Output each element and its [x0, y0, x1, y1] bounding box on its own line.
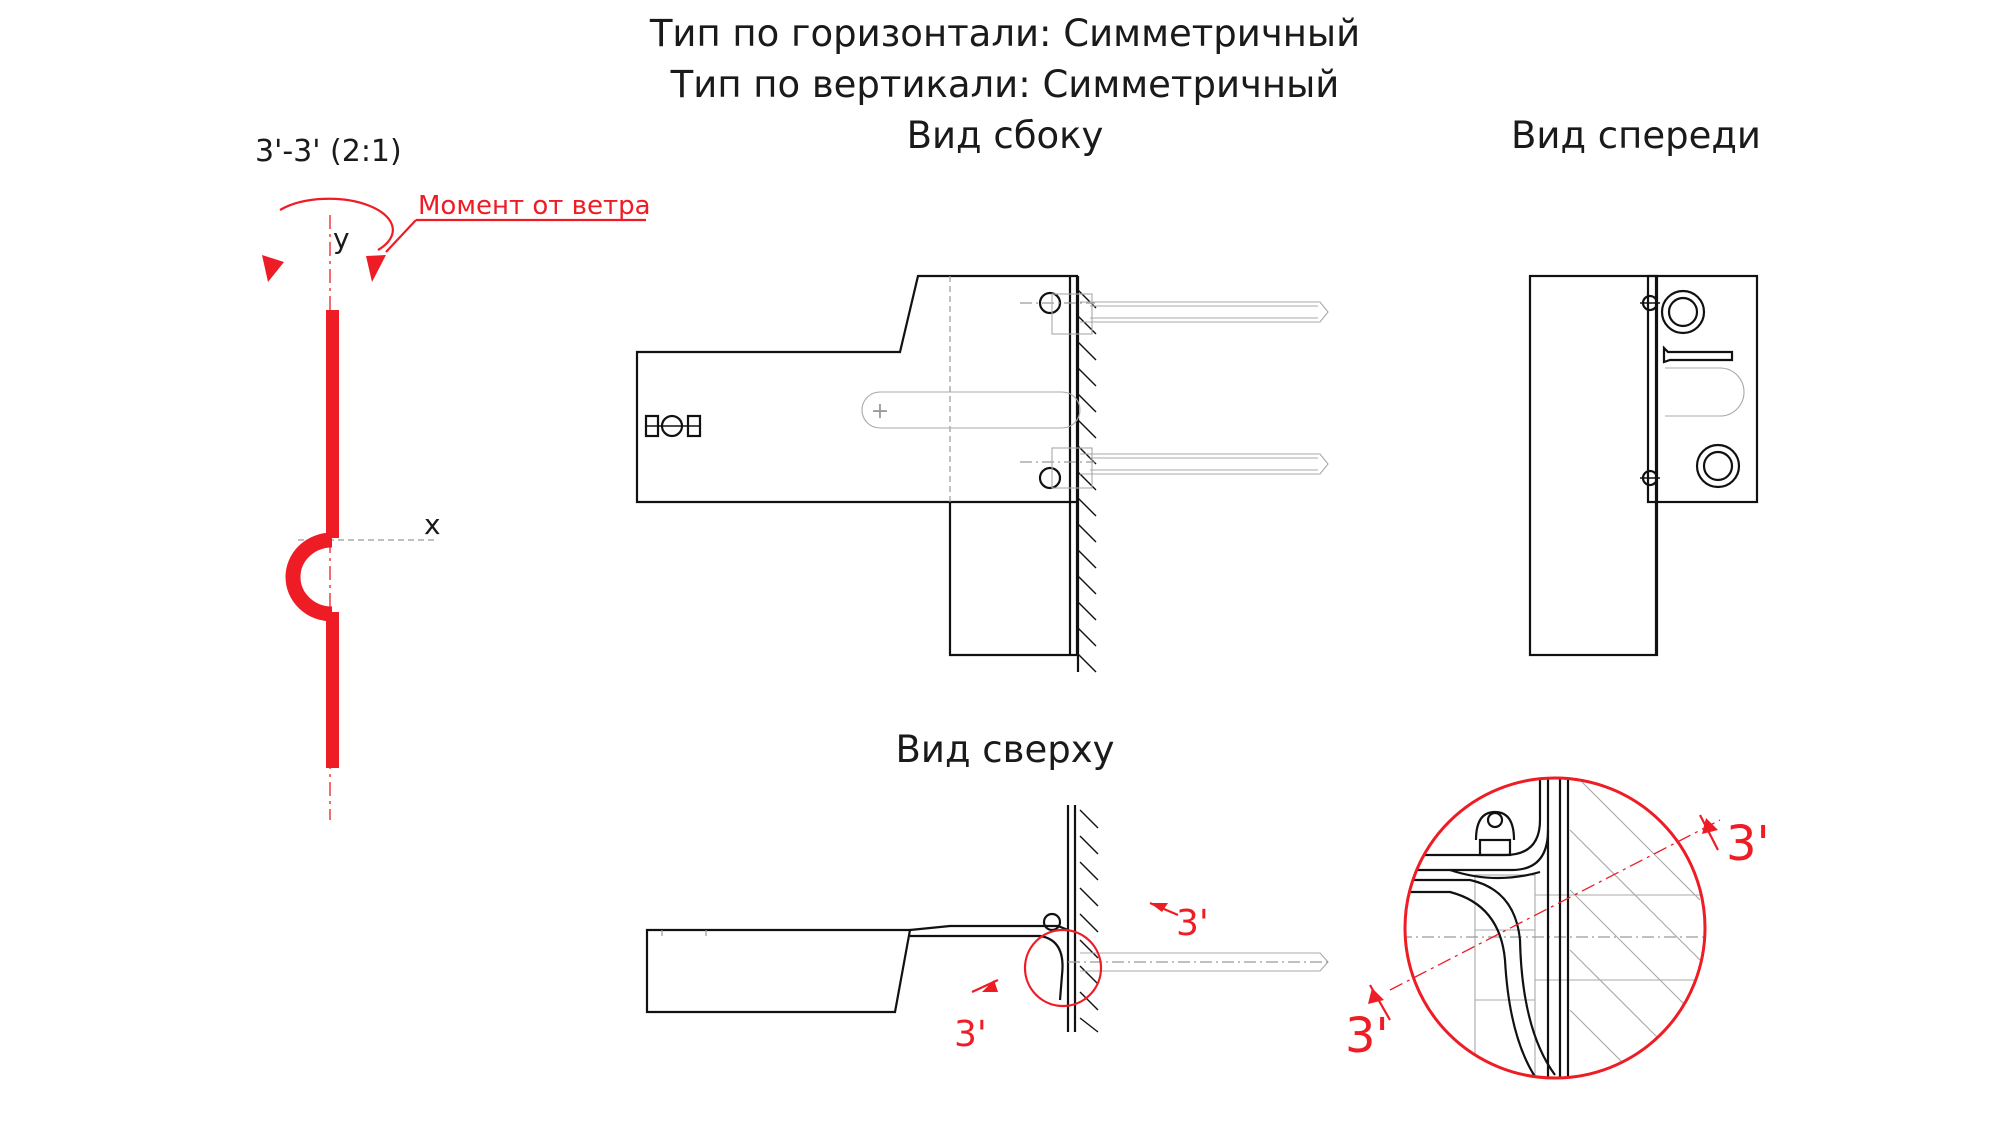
top-view: 3' 3' — [645, 805, 1330, 1055]
detail-washer — [1449, 868, 1541, 880]
front-view — [1528, 274, 1759, 657]
front-bolt-lower — [1695, 443, 1741, 489]
top-bend — [910, 934, 1064, 1001]
front-upper-rect — [1646, 274, 1759, 504]
detail-bend-inner — [1405, 890, 1546, 1078]
title-horizontal-type: Тип по горизонтали: Симметричный — [649, 12, 1360, 55]
detail-small-bolt — [1474, 810, 1516, 857]
leader-line — [385, 219, 417, 253]
detail-section-line — [1389, 819, 1721, 991]
profile-web-upper — [326, 310, 339, 538]
top-wall-hatching — [1079, 809, 1099, 1033]
detail-cut-label-upper: 3' — [1726, 816, 1770, 872]
wind-moment-label: Момент от ветра — [418, 191, 651, 221]
bracket-lower-part — [948, 502, 1079, 657]
wall-hatching — [1077, 289, 1097, 673]
detail-cut-label-lower: 3' — [1345, 1008, 1389, 1064]
adjust-slot — [861, 391, 1081, 429]
cut-label-lower: 3' — [954, 1014, 987, 1055]
front-flange — [1662, 345, 1734, 364]
rivet-symbol — [644, 414, 702, 438]
top-anchor — [1068, 952, 1330, 972]
wind-arrow-left — [262, 255, 284, 282]
detail-flange-inner — [1405, 829, 1550, 872]
cut-label-upper: 3' — [1176, 903, 1209, 944]
section-view: y x Момент от ветра — [262, 191, 651, 820]
axis-x-label: x — [424, 508, 441, 541]
detail-circle — [1023, 928, 1103, 1008]
wind-arrow-right — [366, 255, 386, 282]
front-bolt-upper — [1660, 289, 1706, 335]
front-slot — [1665, 367, 1745, 417]
title-vertical-type: Тип по вертикали: Симметричный — [670, 63, 1340, 106]
cut-arrow-upper — [1150, 903, 1168, 912]
slot-center-mark: + — [871, 399, 889, 424]
bolt-lower — [1038, 466, 1062, 490]
detail-cut-arrow-lower — [1368, 988, 1384, 1004]
front-rivet-upper — [1640, 294, 1660, 312]
front-lower-rect — [1528, 274, 1659, 657]
top-bracket-body — [645, 928, 912, 1014]
profile-web-lower — [326, 612, 339, 768]
detail-circle-large — [1403, 776, 1707, 1080]
detail-flange-top — [1405, 778, 1542, 857]
top-bolt — [1042, 912, 1062, 932]
front-view-label: Вид спереди — [1511, 114, 1761, 157]
cut-arrow-lower — [982, 980, 998, 992]
front-rivet-lower — [1640, 469, 1660, 487]
detail-cut-arrow-upper — [1702, 818, 1718, 834]
detail-cut-tick-upper — [1699, 814, 1719, 851]
side-view-label: Вид сбоку — [907, 114, 1104, 157]
top-view-label: Вид сверху — [896, 728, 1115, 771]
wind-moment-arc — [279, 197, 394, 251]
side-view: + — [635, 274, 1329, 673]
bracket-body — [635, 274, 1079, 504]
enlarged-detail: 3' 3' — [1345, 776, 1770, 1080]
detail-bend-outer — [1405, 878, 1556, 1076]
section-label: 3'-3' (2:1) — [255, 134, 402, 169]
anchor-lower — [1020, 447, 1329, 489]
anchor-upper — [1020, 293, 1329, 335]
axis-y-label: y — [333, 222, 350, 255]
top-flange — [909, 924, 1069, 932]
detail-hatching — [1569, 778, 1701, 1078]
profile-bend — [285, 532, 333, 622]
